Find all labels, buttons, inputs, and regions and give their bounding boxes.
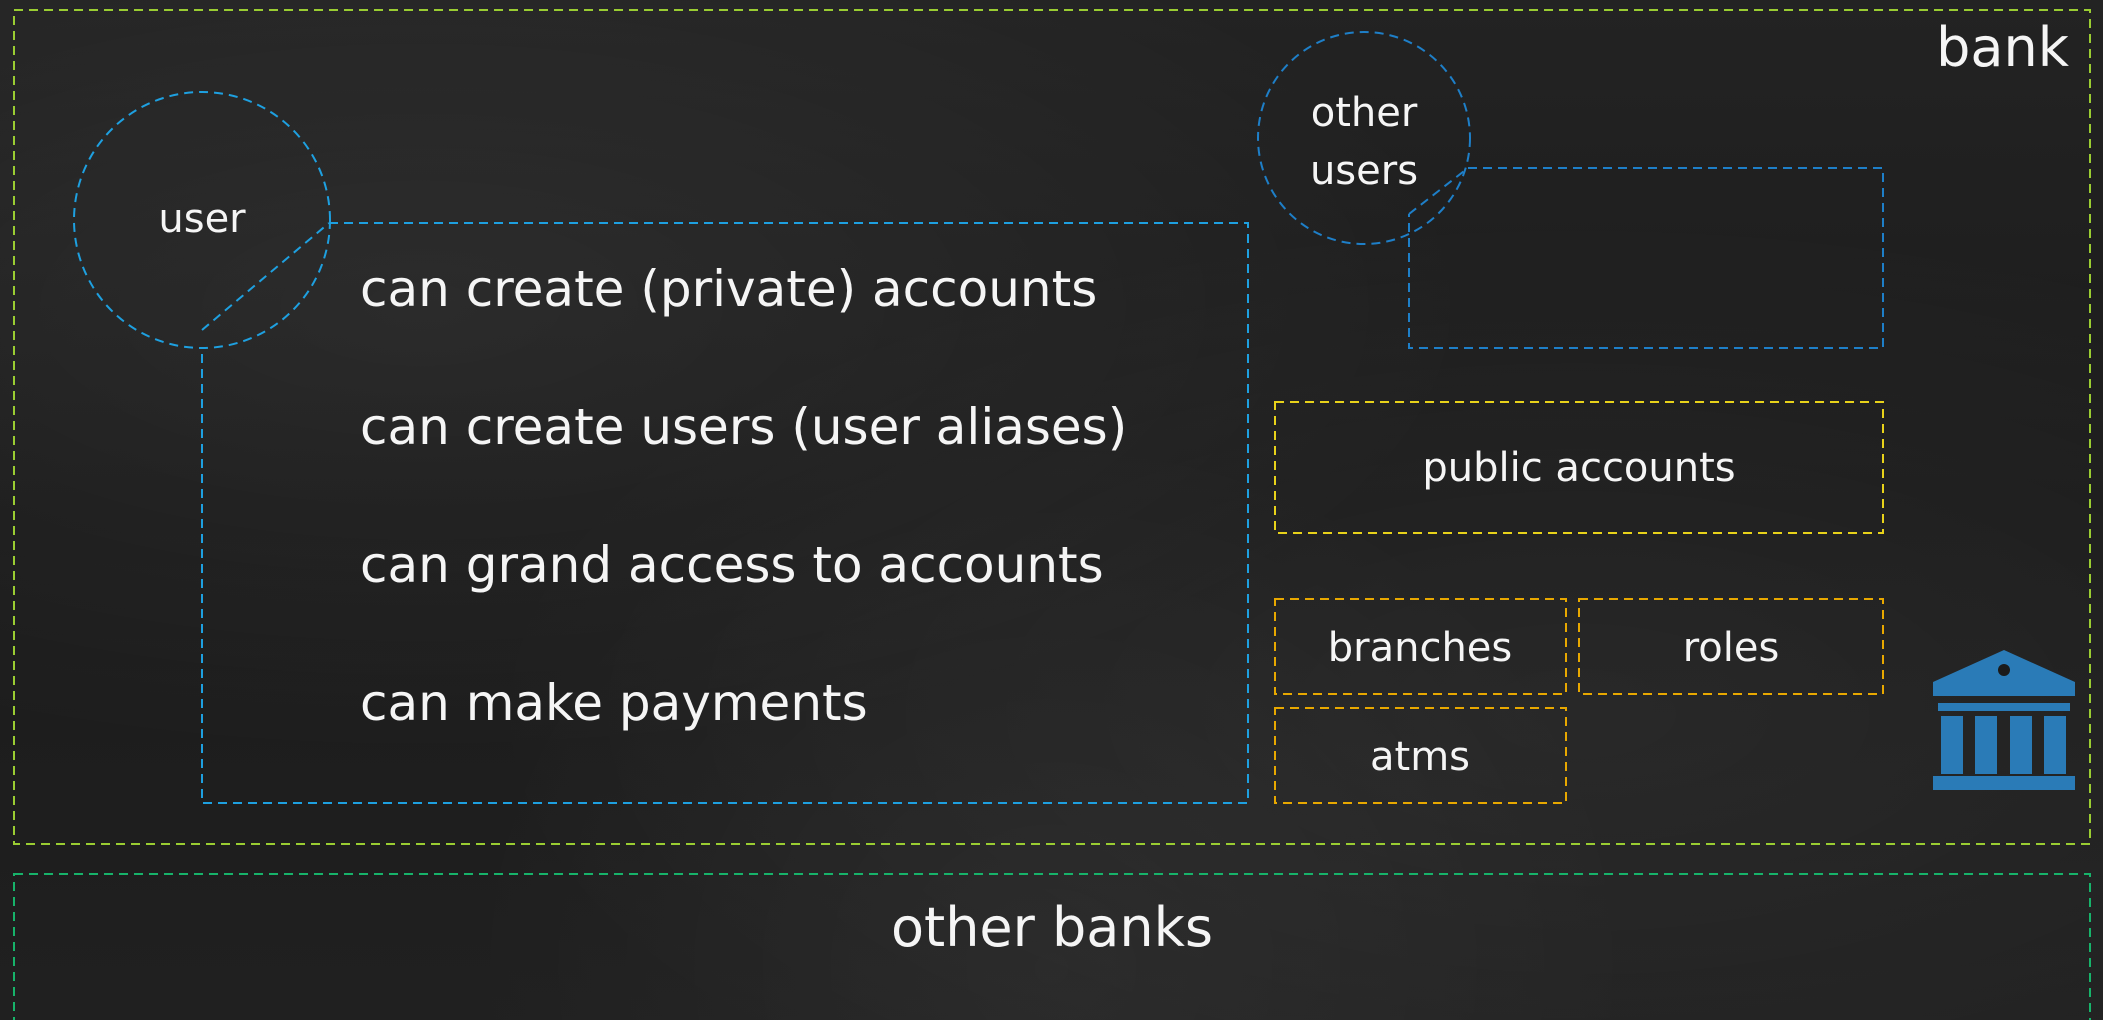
public-accounts-label: public accounts (1422, 445, 1736, 491)
other-banks-boundary (13, 873, 2091, 1020)
user-capability-3: can grand access to accounts (360, 536, 1104, 594)
roles-box (1578, 598, 1884, 695)
other-banks-label: other banks (890, 896, 1214, 959)
other-users-connector-line (1408, 167, 1469, 215)
user-capability-4: can make payments (360, 674, 868, 732)
bank-label: bank (1936, 16, 2069, 79)
user-capability-2: can create users (user aliases) (360, 398, 1128, 456)
roles-label: roles (1682, 625, 1780, 671)
bank-building-icon (1933, 650, 2075, 790)
user-capability-1: can create (private) accounts (360, 260, 1098, 318)
atms-label: atms (1370, 734, 1470, 780)
other-users-label: other users (1309, 90, 1419, 194)
branches-label: branches (1327, 625, 1513, 671)
user-label: user (158, 196, 246, 242)
other-users-box (1408, 167, 1884, 349)
branches-box (1274, 598, 1567, 695)
other-users-circle (1257, 31, 1471, 245)
public-accounts-box (1274, 401, 1884, 534)
user-connector-line (201, 222, 330, 331)
bank-boundary (13, 9, 2091, 845)
atms-box (1274, 707, 1567, 804)
